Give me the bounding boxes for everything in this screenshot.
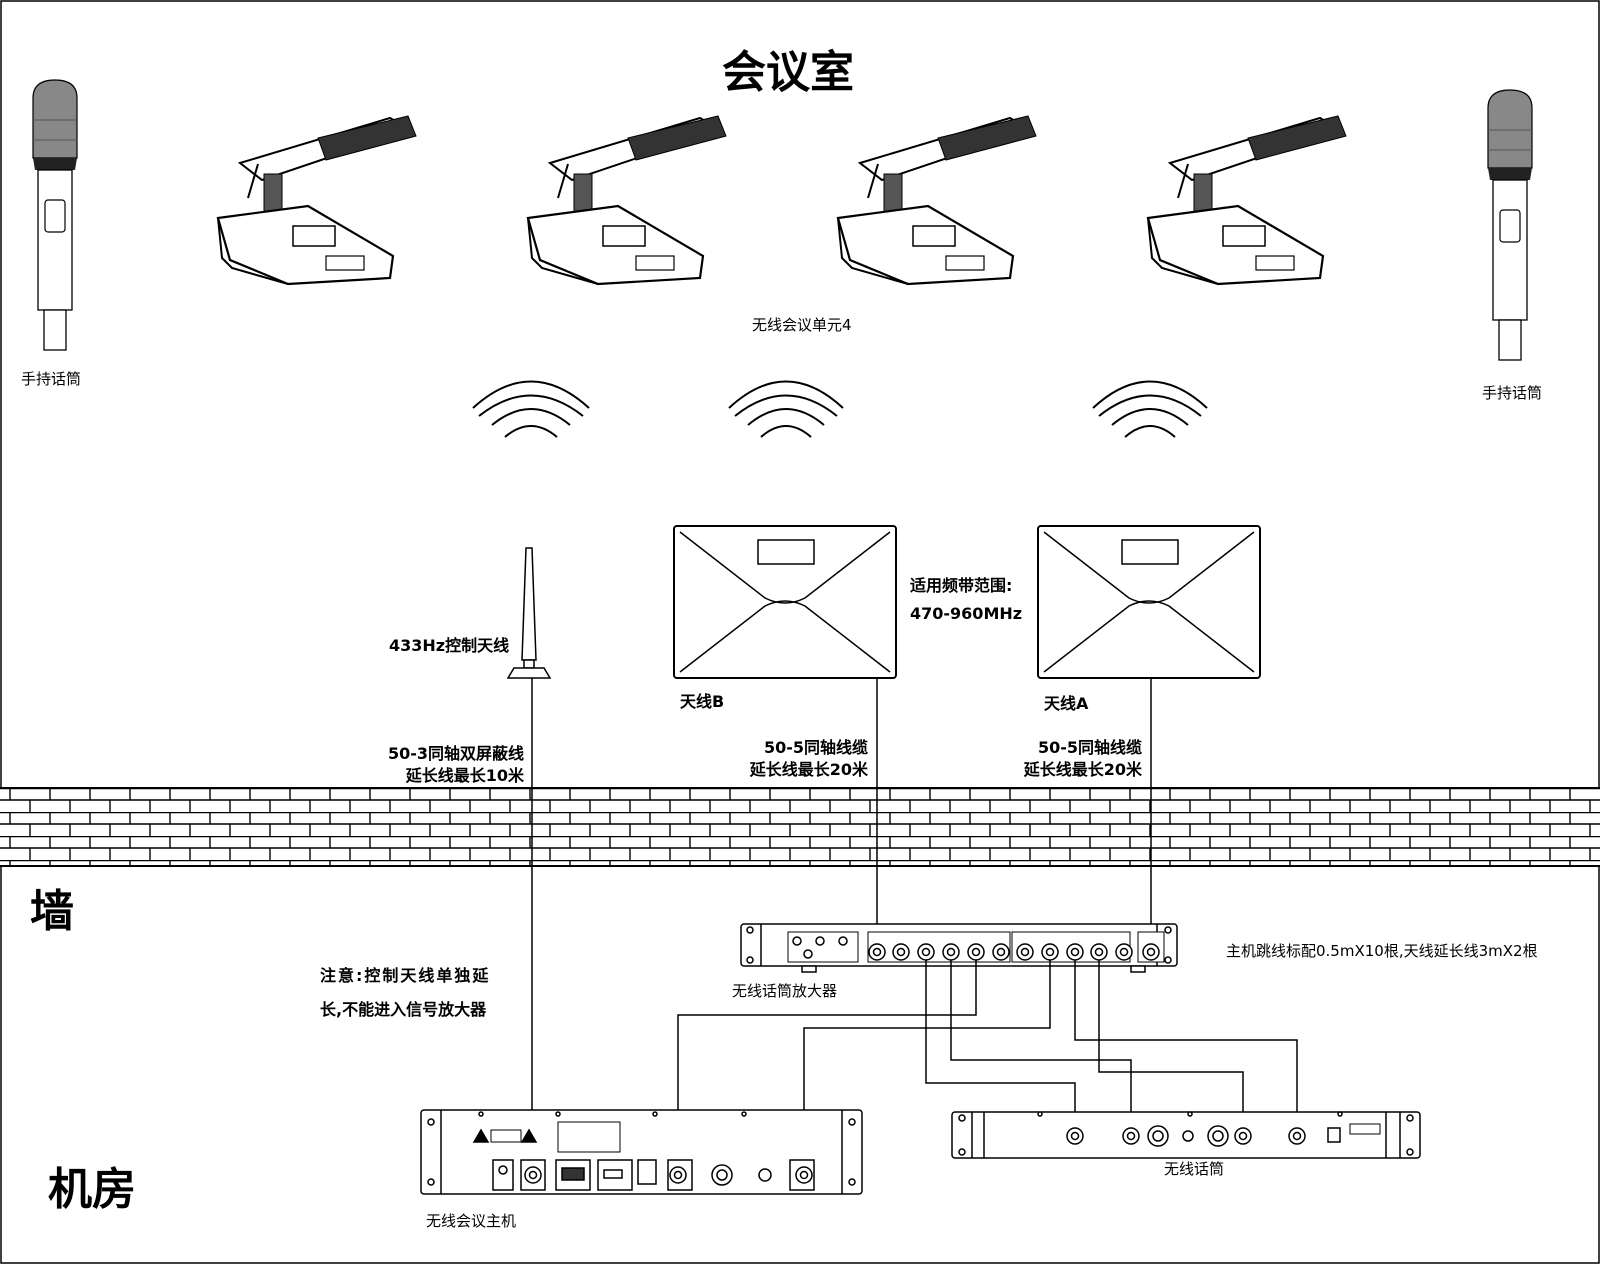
band-range-label: 适用频带范围: bbox=[910, 576, 1013, 595]
patch-cable-note: 主机跳线标配0.5mX10根,天线延长线3mX2根 bbox=[1226, 942, 1538, 960]
handheld-mic-right-icon bbox=[1487, 89, 1533, 361]
conference-host-label: 无线会议主机 bbox=[426, 1212, 517, 1230]
wireless-signal-2-icon bbox=[728, 380, 844, 438]
cable-control-line1: 50-3同轴双屏蔽线 bbox=[387, 744, 524, 763]
cable-control-line2: 延长线最长10米 bbox=[405, 766, 524, 785]
wireless-mic-receiver-icon bbox=[951, 1111, 1421, 1159]
wireless-signal-3-icon bbox=[1092, 380, 1208, 438]
handheld-mic-left-icon bbox=[32, 79, 78, 351]
conference-unit-1-icon bbox=[216, 115, 417, 286]
amplifier-label: 无线话筒放大器 bbox=[732, 982, 838, 1000]
warning-note-line1: 注意:控制天线单独延 bbox=[320, 966, 491, 985]
wireless-signal-1-icon bbox=[472, 380, 590, 438]
coax-cables bbox=[531, 678, 1152, 1168]
conference-unit-2-icon bbox=[526, 115, 727, 286]
conference-units-label: 无线会议单元4 bbox=[752, 316, 852, 334]
band-range-value: 470-960MHz bbox=[910, 604, 1023, 623]
patch-cables bbox=[677, 960, 1298, 1168]
control-antenna-label: 433Hz控制天线 bbox=[389, 636, 510, 655]
wireless-mic-receiver-label: 无线话筒 bbox=[1164, 1160, 1225, 1178]
conference-unit-3-icon bbox=[836, 115, 1037, 286]
zone-label-machine-room: 机房 bbox=[48, 1164, 136, 1215]
cable-b-line1: 50-5同轴线缆 bbox=[763, 738, 868, 757]
antenna-a-label: 天线A bbox=[1044, 694, 1089, 713]
page-title: 会议室 bbox=[722, 47, 854, 98]
antenna-b-panel-icon bbox=[673, 525, 897, 679]
antenna-amplifier-unit-icon bbox=[740, 923, 1178, 973]
control-antenna-icon bbox=[506, 547, 552, 679]
antenna-b-label: 天线B bbox=[680, 692, 725, 711]
cable-a-line1: 50-5同轴线缆 bbox=[1037, 738, 1142, 757]
zone-label-wall: 墙 bbox=[30, 886, 74, 937]
conference-host-unit-icon bbox=[420, 1109, 863, 1195]
handheld-mic-left-label: 手持话筒 bbox=[21, 370, 82, 388]
cable-b-line2: 延长线最长20米 bbox=[749, 760, 868, 779]
brick-wall bbox=[0, 787, 1600, 867]
conference-unit-4-icon bbox=[1146, 115, 1347, 286]
handheld-mic-right-label: 手持话筒 bbox=[1482, 384, 1543, 402]
warning-note-line2: 长,不能进入信号放大器 bbox=[320, 1000, 487, 1019]
cable-a-line2: 延长线最长20米 bbox=[1023, 760, 1142, 779]
antenna-a-panel-icon bbox=[1037, 525, 1261, 679]
